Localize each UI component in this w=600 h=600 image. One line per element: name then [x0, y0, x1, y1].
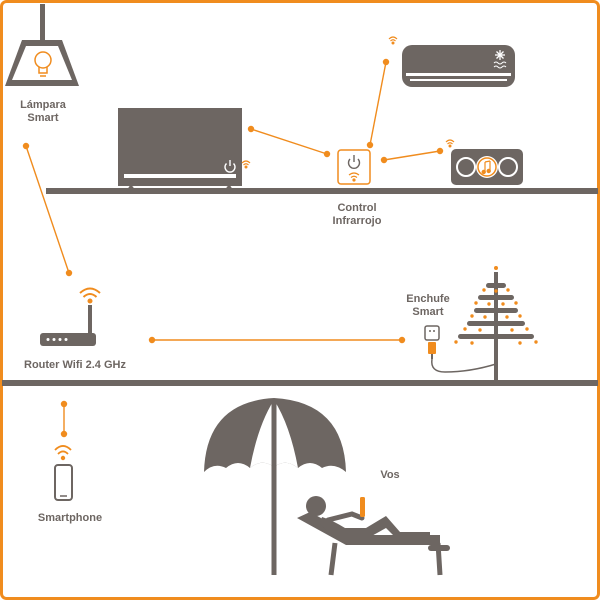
ir-label-line1: Control [337, 202, 377, 214]
stereo-wifi-icon [445, 139, 455, 148]
link-ir-ac [369, 61, 387, 146]
link-tv-ir [250, 128, 328, 155]
link-lamp-router [25, 145, 70, 274]
lamp-label: Lámpara Smart [10, 99, 76, 125]
plug-label-line2: Smart [412, 306, 444, 318]
ir-control-label: Control Infrarrojo [322, 202, 392, 228]
link-ir-stereo [383, 150, 441, 161]
smart-plug-label: Enchufe Smart [398, 293, 458, 319]
ir-label-line2: Infrarrojo [332, 215, 382, 227]
air-conditioner-icon [388, 36, 515, 87]
connection-lines [22, 58, 444, 438]
lamp-label-line2: Smart [27, 112, 59, 124]
smartphone-label: Smartphone [37, 512, 103, 524]
person-on-lounger-icon [297, 496, 450, 576]
smartphone-icon [54, 445, 73, 501]
christmas-tree-lights-icon [454, 266, 538, 380]
tv-power-icon [224, 160, 236, 173]
wifi-router-icon [40, 287, 101, 346]
ac-wifi-icon [388, 36, 398, 45]
lamp-label-line1: Lámpara [20, 99, 66, 111]
smart-plug-icon [424, 325, 497, 373]
tv-wifi-icon [241, 160, 251, 169]
plug-label-line1: Enchufe [406, 293, 450, 305]
ir-control-power-icon [337, 149, 371, 185]
beach-umbrella-icon [204, 398, 346, 575]
floor-line [2, 380, 598, 386]
you-label: Vos [380, 469, 400, 481]
ceiling-lamp-icon [5, 4, 79, 86]
router-label: Router Wifi 2.4 GHz [24, 359, 126, 371]
shelf-upper [46, 188, 598, 194]
stereo-music-icon [445, 139, 523, 185]
television-icon [118, 108, 251, 194]
